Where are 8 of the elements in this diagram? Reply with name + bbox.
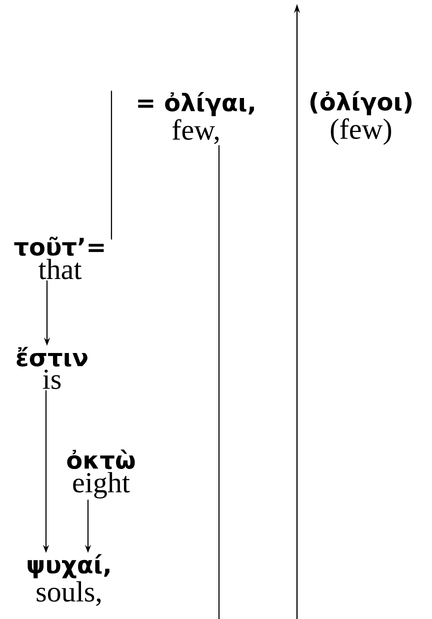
word-label: (ὀλίγοι) (few) xyxy=(310,91,412,145)
bracket-line xyxy=(110,90,112,240)
connector-line xyxy=(218,145,220,619)
word-label: ψυχαί, souls, xyxy=(28,554,110,606)
word-label: τοῦτ’= that xyxy=(14,236,104,280)
word-label: = ὀλίγαι, few, xyxy=(138,92,254,144)
word-label: ἔστιν is xyxy=(16,346,88,390)
word-label: ὀκτὼ eight xyxy=(67,449,135,499)
